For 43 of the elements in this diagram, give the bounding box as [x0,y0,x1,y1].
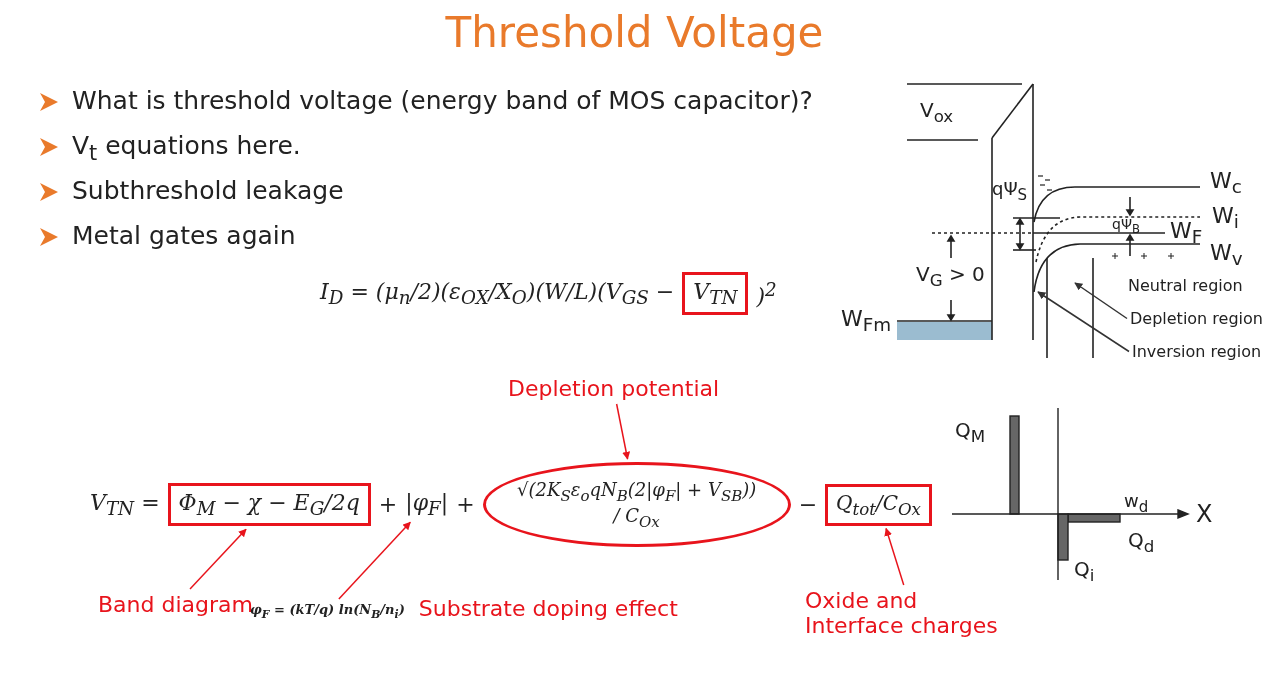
band-label: W$_{i}$ [1212,203,1239,233]
charge-label: Q$_{d}$ [1128,528,1155,556]
region-label: Neutral region [1128,276,1243,295]
arrow [1037,291,1130,353]
equation-text: + [378,492,398,518]
bullet-text: Metal gates again [72,221,296,250]
arrow [1074,282,1128,320]
charge-label: Q$_{i}$ [1074,557,1095,585]
band-label: qΨ$_{B}$ [1112,216,1140,236]
highlight-box: Φ$_{M}$ − χ − E$_{G}$/2q [167,482,371,527]
axis-label: X [1196,500,1213,528]
band-label: W$_{c}$ [1210,168,1242,198]
charge-label: w$_{d}$ [1124,490,1149,516]
arrow [615,403,631,460]
highlight-box: Q$_{tot}$/C$_{Ox}$ [825,483,933,526]
band-label: W$_{v}$ [1210,240,1243,270]
band-label: V$_{G}$ > 0 [916,262,985,290]
bullet-text: V$_{t}$ equations here. [72,131,301,165]
band-label: V$_{ox}$ [920,98,954,126]
annotation-text: Oxide and Interface charges [805,588,1020,638]
equation-text: + [456,492,475,518]
equation-text: )$^{2}$ [756,278,777,309]
annotation-text: Substrate doping effect [418,596,678,621]
region-label: Inversion region [1132,342,1262,361]
bullet-text: What is threshold voltage (energy band of MOS capacitor)? [72,86,813,115]
formula-text: φ$_{F}$ = (kT/q) ln(N$_{B}$/n$_{i}$) [250,602,405,621]
bullet-text: Subthreshold leakage [72,176,344,205]
arrow [189,528,247,590]
annotation-text: Depletion potential [508,376,720,401]
arrow [884,527,905,586]
region-label: Depletion region [1130,309,1263,328]
charge-label: Q$_{M}$ [955,418,986,446]
band-label: W$_{F}$ [1170,218,1203,248]
highlight-ellipse: √(2K$_{S}$ε$_{o}$qN$_{B}$(2|φ$_{F}$| + V$_{SB}$)) / C$_{Ox}$ [482,462,791,548]
equation-text: − [798,492,818,518]
band-label: qΨ$_{S}$ [992,178,1028,204]
equation-text: V$_{TN}$ = [90,489,160,520]
arrow [338,521,411,600]
slide-title: Threshold Voltage [444,8,825,57]
band-label: W$_{Fm}$ [841,306,892,336]
highlight-box: V$_{TN}$ [682,272,749,316]
equation-term: |φ$_{F}$| [405,489,449,520]
equation-text: I$_{D}$ = (μ$_{n}$/2)(ε$_{OX}$/X$_{O}$)(W/L)(V$_{GS}$ − [320,279,675,309]
